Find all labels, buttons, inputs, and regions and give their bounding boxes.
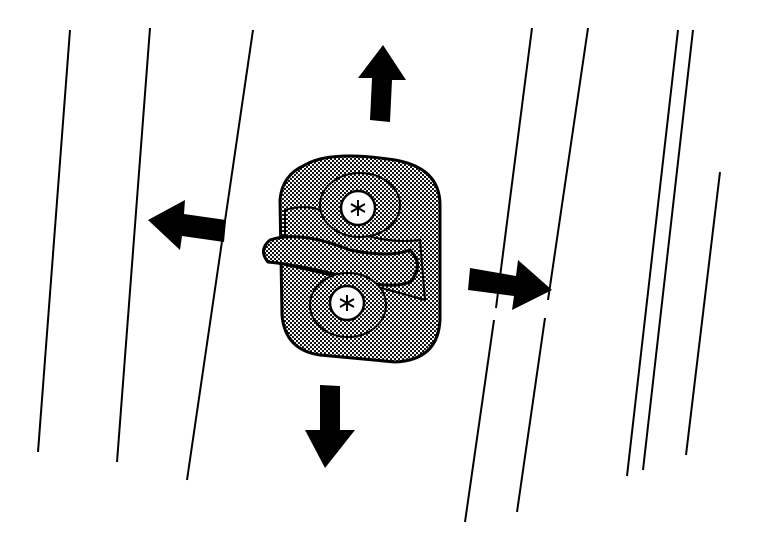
arrow-up-icon [358, 45, 406, 122]
pillar-line [626, 29, 679, 477]
pillar-line [495, 27, 533, 309]
striker-assembly [262, 154, 442, 364]
pillar-line [547, 27, 589, 301]
door-pillar-lines [37, 27, 721, 523]
pillar-line [37, 29, 71, 453]
striker-loop [262, 235, 419, 287]
pillar-line [516, 317, 546, 513]
screw-icon [328, 284, 366, 322]
pillar-line [642, 29, 694, 471]
pillar-line [685, 171, 721, 456]
pillar-line [116, 27, 151, 463]
direction-arrows [148, 45, 552, 468]
arrow-right-icon [468, 260, 552, 310]
screw-icon [339, 189, 377, 227]
pillar-line [186, 29, 254, 481]
pillar-line [464, 319, 495, 523]
arrow-left-icon [148, 200, 226, 250]
arrow-down-icon [305, 385, 355, 468]
